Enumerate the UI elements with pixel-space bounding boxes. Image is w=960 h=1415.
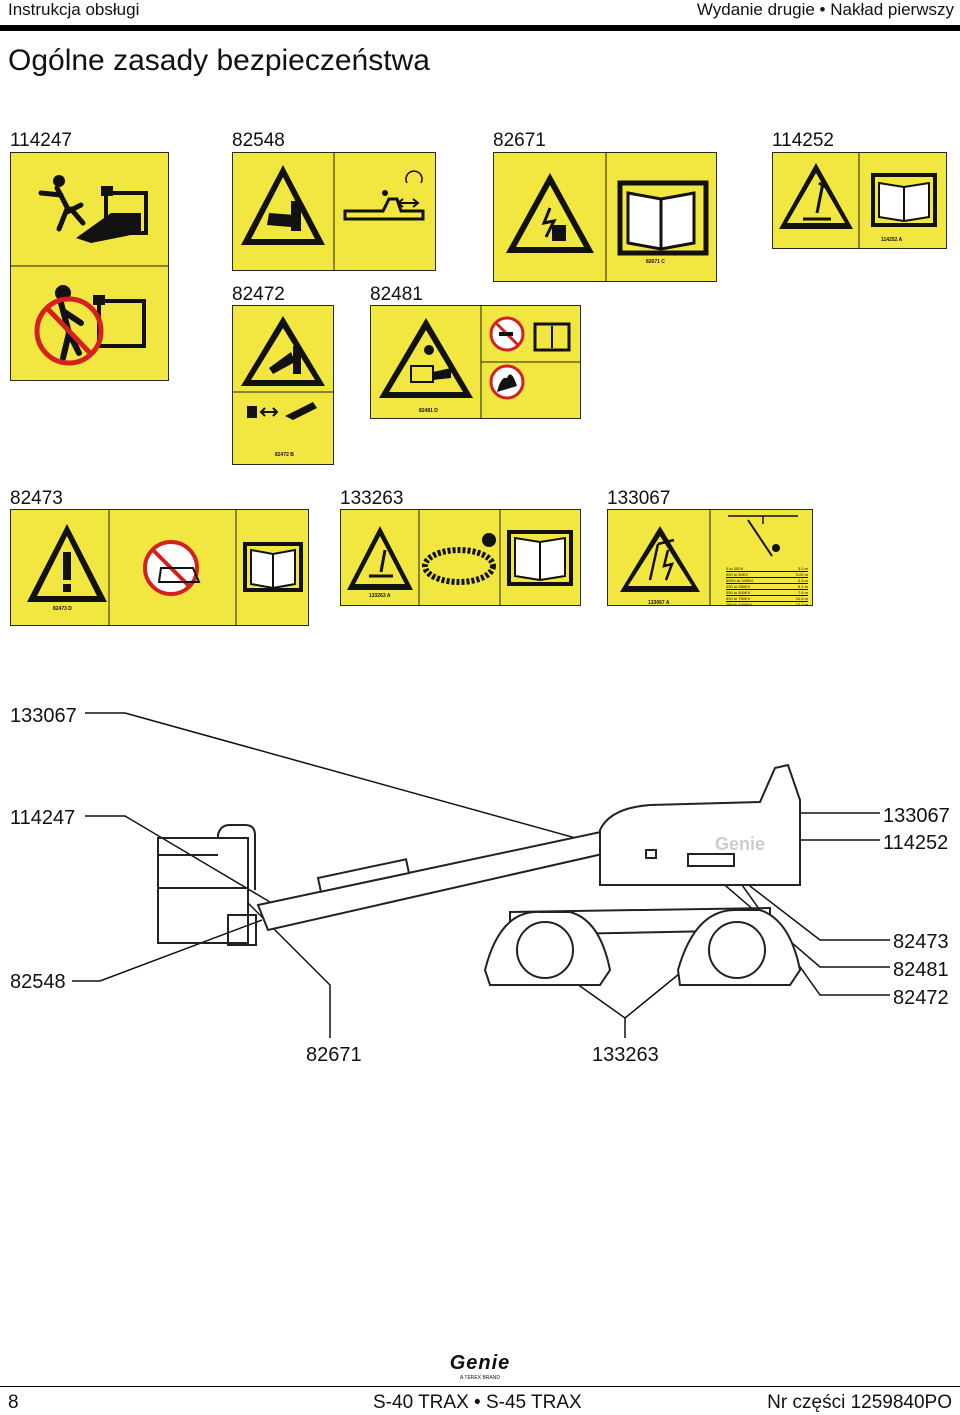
distance-cell: 13.7 m xyxy=(795,602,808,607)
decal-code-82671: 82671 C xyxy=(646,259,665,265)
battery-explosion-hazard-icon xyxy=(379,306,580,418)
decal-code-114252: 114252 A xyxy=(881,237,903,243)
track-hazard-icon xyxy=(347,510,573,605)
clearance-row: 300 to 50KV 3.05 m xyxy=(726,572,808,578)
tip-over-hazard-icon xyxy=(779,153,937,248)
callout-82671: 82671 xyxy=(306,1044,362,1066)
callout-133263: 133263 xyxy=(592,1044,659,1066)
voltage-cell: 0 to 300V xyxy=(726,566,744,571)
boom-brand-text: Genie xyxy=(715,834,765,854)
genie-logo: Genie A TEREX BRAND xyxy=(440,1352,520,1381)
fall-hazard-icon xyxy=(11,175,168,366)
decal-114247 xyxy=(10,152,169,381)
callout-114252: 114252 xyxy=(883,832,948,854)
voltage-cell: 500 to 750KV xyxy=(726,596,751,601)
voltage-cell: 750 to 1000KV xyxy=(726,602,753,607)
clearance-row: 350 to 500KV 7.6 m xyxy=(726,590,808,596)
decal-label-82473: 82473 xyxy=(10,488,63,509)
distance-cell: 6.1 m xyxy=(797,584,808,589)
distance-cell: 10.6 m xyxy=(795,596,808,601)
header-left: Instrukcja obsługi xyxy=(8,0,140,19)
callout-82473: 82473 xyxy=(893,931,949,953)
clearance-row: 750 to 1000KV 13.7 m xyxy=(726,602,808,607)
decal-133067: 133067 A 0 to 300V 3.0 m 300 to 50KV 3.05 … xyxy=(607,509,813,607)
decal-code-82473: 82473 D xyxy=(53,606,72,612)
decal-82671: 82671 C xyxy=(493,152,717,282)
decal-82473: 82473 D xyxy=(10,509,309,626)
decal-label-82481: 82481 xyxy=(370,284,423,305)
page-number: 8 xyxy=(8,1392,19,1413)
brand-text: Genie xyxy=(449,1352,511,1374)
decal-133263: 133263 A xyxy=(340,509,581,606)
decal-label-114252: 114252 xyxy=(772,130,834,151)
decal-label-133067: 133067 xyxy=(607,488,671,509)
distance-cell: 3.0 m xyxy=(797,566,808,571)
voltage-cell: 200 to 350KV xyxy=(726,584,751,589)
callout-82548: 82548 xyxy=(10,971,66,993)
powerline-hazard-icon xyxy=(620,510,798,605)
voltage-cell: 300 to 50KV xyxy=(726,572,749,577)
model-name: S-40 TRAX • S-45 TRAX xyxy=(373,1392,582,1413)
decal-code-82481: 82481 D xyxy=(419,408,438,414)
distance-cell: 7.6 m xyxy=(797,590,808,595)
voltage-cell: 350 to 500KV xyxy=(726,590,751,595)
general-warning-icon xyxy=(27,510,303,625)
decal-label-133263: 133263 xyxy=(340,488,404,509)
clearance-row: 50KV to 200KV 4.6 m xyxy=(726,578,808,584)
decal-82472: 82472 B xyxy=(232,305,334,465)
brand-subtitle: A TEREX BRAND xyxy=(460,1375,500,1381)
turntable xyxy=(599,763,801,886)
electrocution-hazard-icon xyxy=(506,153,709,281)
clearance-row: 500 to 750KV 10.6 m xyxy=(726,596,808,602)
part-number: Nr części 1259840PO xyxy=(767,1392,952,1413)
decal-82481: 82481 D xyxy=(370,305,581,419)
clearance-table: 0 to 300V 3.0 m 300 to 50KV 3.05 m 50KV to… xyxy=(726,566,808,607)
decal-code-133263: 133263 A xyxy=(369,593,391,599)
page-title: Ogólne zasady bezpieczeństwa xyxy=(8,44,430,77)
voltage-cell: 50KV to 200KV xyxy=(726,578,754,583)
callout-133067-top: 133067 xyxy=(10,705,77,727)
decal-label-114247: 114247 xyxy=(10,130,72,151)
machine-diagram: Genie 133067 114247 82548 133067 114252 … xyxy=(10,705,950,1066)
callout-82481: 82481 xyxy=(893,959,949,981)
tracks xyxy=(483,906,802,986)
decal-label-82671: 82671 xyxy=(493,130,546,151)
decal-label-82548: 82548 xyxy=(232,130,285,151)
crush-hazard-icon xyxy=(241,153,425,270)
header-right: Wydanie drugie • Nakład pierwszy xyxy=(696,0,954,19)
callout-133067-right: 133067 xyxy=(883,805,950,827)
manual-book-icon xyxy=(617,180,709,256)
clearance-row: 0 to 300V 3.0 m xyxy=(726,566,808,572)
decal-code-133067: 133067 A xyxy=(648,600,670,606)
clearance-row: 200 to 350KV 6.1 m xyxy=(726,584,808,590)
callout-82472: 82472 xyxy=(893,987,949,1009)
pinch-hazard-icon xyxy=(233,316,333,420)
platform-basket xyxy=(157,824,257,946)
distance-cell: 3.05 m xyxy=(795,572,808,577)
decal-82548 xyxy=(232,152,436,271)
distance-cell: 4.6 m xyxy=(797,578,808,583)
footer-rule xyxy=(0,1386,960,1387)
decal-code-82472: 82472 B xyxy=(275,452,294,458)
header-rule xyxy=(0,25,960,31)
decal-label-82472: 82472 xyxy=(232,284,285,305)
decal-114252: 114252 A xyxy=(772,152,947,249)
callout-114247: 114247 xyxy=(10,807,75,829)
